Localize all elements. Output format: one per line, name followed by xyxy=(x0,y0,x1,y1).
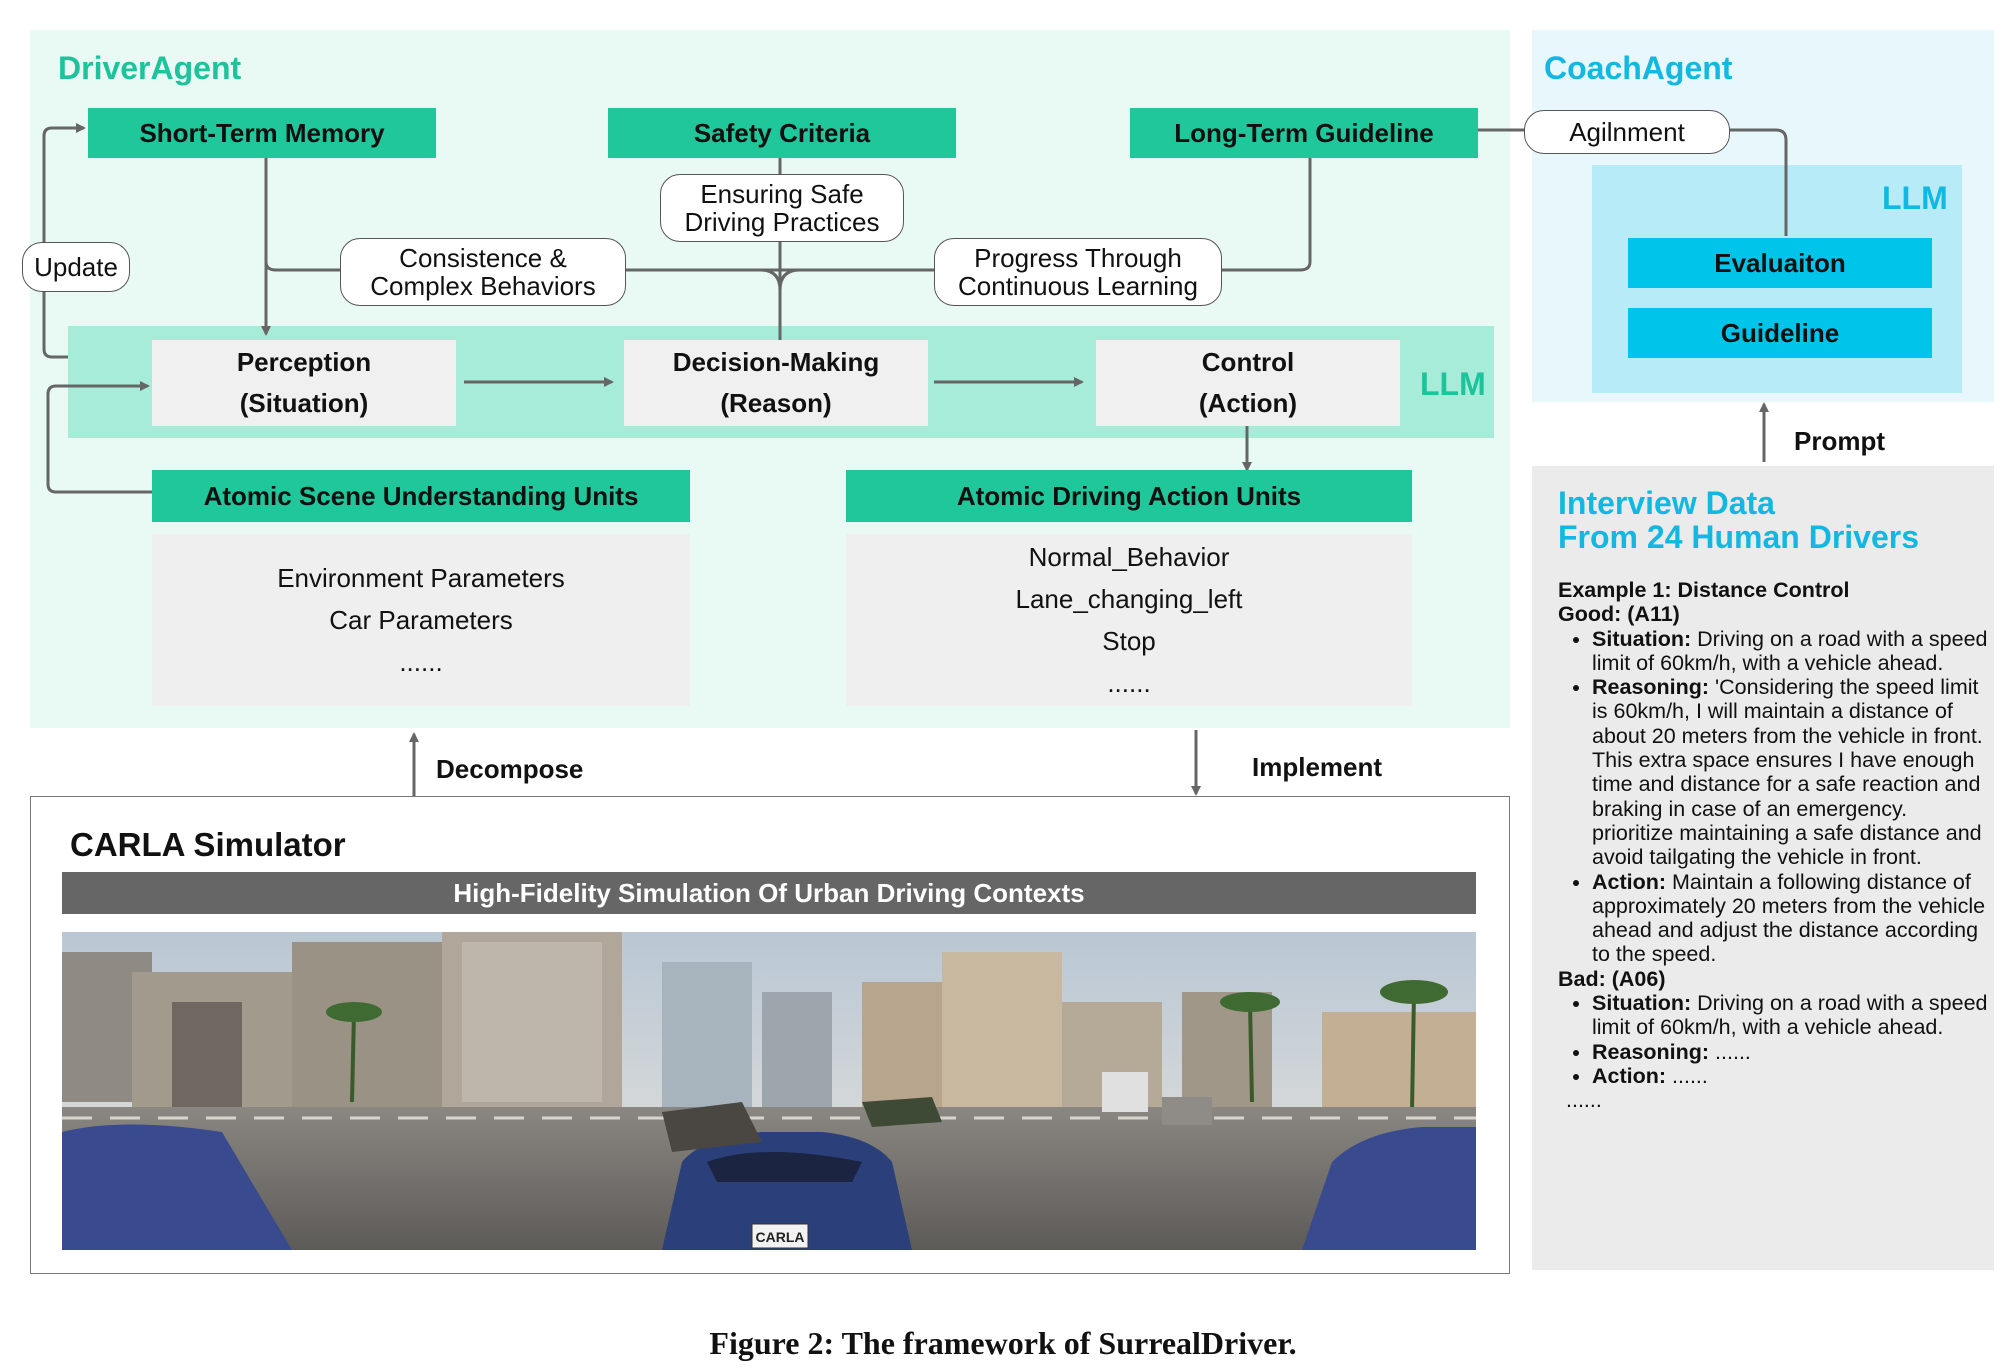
action-unit-item: Normal_Behavior xyxy=(1028,542,1230,572)
ensuring-safe-pill: Ensuring Safe Driving Practices xyxy=(660,174,904,242)
bad-item-text: ...... xyxy=(1709,1039,1751,1064)
carla-title: CARLA Simulator xyxy=(70,826,346,863)
decision-making-box: Decision-Making (Reason) xyxy=(624,340,928,426)
progress-line2: Continuous Learning xyxy=(958,271,1198,301)
bad-item-label: Situation: xyxy=(1592,991,1692,1016)
bad-item-situation: Situation: Driving on a road with a spee… xyxy=(1592,991,1988,1040)
bad-label: Bad: (A06) xyxy=(1558,966,1666,991)
perception-box: Perception (Situation) xyxy=(152,340,456,426)
alignment-label: Agilnment xyxy=(1524,110,1730,154)
alignment-label-text: Agilnment xyxy=(1569,117,1685,147)
bad-item-action: Action: ...... xyxy=(1592,1064,1988,1088)
control-box: Control (Action) xyxy=(1096,340,1400,426)
interview-body: Example 1: Distance Control Good: (A11) … xyxy=(1558,578,1988,1113)
coach-agent-title: CoachAgent xyxy=(1544,50,1733,86)
good-label: Good: (A11) xyxy=(1558,602,1680,627)
prompt-label: Prompt xyxy=(1794,426,1885,456)
bad-item-label: Reasoning: xyxy=(1592,1039,1710,1064)
driver-llm-label: LLM xyxy=(1420,366,1486,402)
consistence-line2: Complex Behaviors xyxy=(370,271,596,301)
action-units-header: Atomic Driving Action Units xyxy=(846,470,1412,522)
update-label-text: Update xyxy=(34,252,118,282)
decompose-label: Decompose xyxy=(436,754,584,784)
scene-unit-item: Environment Parameters xyxy=(277,563,565,593)
guideline-box: Guideline xyxy=(1628,308,1932,358)
scene-unit-item: ...... xyxy=(399,647,443,677)
action-unit-item: Lane_changing_left xyxy=(1015,584,1243,614)
perception-line2: (Situation) xyxy=(239,388,369,418)
interview-title-line2: From 24 Human Drivers xyxy=(1558,519,1920,555)
carla-banner: High-Fidelity Simulation Of Urban Drivin… xyxy=(62,872,1476,914)
progress-line1: Progress Through xyxy=(974,243,1182,273)
long-term-guideline-box: Long-Term Guideline xyxy=(1130,108,1478,158)
good-item-text: Driving on a road with a speed limit of … xyxy=(1592,626,1988,675)
good-item-text: Maintain a following distance of approxi… xyxy=(1592,869,1986,967)
action-unit-item: ...... xyxy=(1107,668,1151,698)
short-term-memory-box: Short-Term Memory xyxy=(88,108,436,158)
bad-items-list: Situation: Driving on a road with a spee… xyxy=(1558,991,1988,1088)
street-scene-illustration: CARLA xyxy=(62,932,1476,1250)
decision-line1: Decision-Making xyxy=(672,347,880,377)
driver-agent-title: DriverAgent xyxy=(58,50,242,86)
scene-units-header: Atomic Scene Understanding Units xyxy=(152,470,690,522)
interview-title: Interview Data From 24 Human Drivers xyxy=(1558,486,1919,554)
implement-label: Implement xyxy=(1252,752,1383,782)
good-item-reasoning: Reasoning: 'Considering the speed limit … xyxy=(1592,675,1988,869)
control-line1: Control xyxy=(1201,347,1295,377)
good-items-list: Situation: Driving on a road with a spee… xyxy=(1558,627,1988,967)
consistence-line1: Consistence & xyxy=(399,243,567,273)
scene-unit-item: Car Parameters xyxy=(329,605,513,635)
interview-panel xyxy=(1532,466,1994,1270)
action-unit-item: Stop xyxy=(1102,626,1156,656)
good-item-text: 'Considering the speed limit is 60km/h, … xyxy=(1592,675,1983,870)
bad-item-text: Driving on a road with a speed limit of … xyxy=(1592,991,1988,1040)
bad-item-reasoning: Reasoning: ...... xyxy=(1592,1040,1988,1064)
decision-line2: (Reason) xyxy=(720,388,832,418)
perception-line1: Perception xyxy=(236,347,372,377)
safety-criteria-box: Safety Criteria xyxy=(608,108,956,158)
ensuring-line2: Driving Practices xyxy=(684,207,880,237)
ensuring-line1: Ensuring Safe xyxy=(700,179,864,209)
good-item-label: Reasoning: xyxy=(1592,675,1710,700)
evaluation-box: Evaluaiton xyxy=(1628,238,1932,288)
interview-title-line1: Interview Data xyxy=(1558,485,1775,521)
bad-item-text: ...... xyxy=(1666,1063,1708,1088)
coach-llm-label: LLM xyxy=(1882,180,1948,216)
good-item-action: Action: Maintain a following distance of… xyxy=(1592,870,1988,967)
progress-pill: Progress Through Continuous Learning xyxy=(934,238,1222,306)
good-item-label: Situation: xyxy=(1592,626,1692,651)
update-label: Update xyxy=(22,242,130,292)
good-item-label: Action: xyxy=(1592,869,1667,894)
license-plate-text: CARLA xyxy=(756,1229,805,1245)
interview-ellipsis: ...... xyxy=(1566,1088,1602,1113)
scene-units-list: Environment Parameters Car Parameters ..… xyxy=(152,534,690,706)
bad-item-label: Action: xyxy=(1592,1063,1667,1088)
action-units-list: Normal_Behavior Lane_changing_left Stop … xyxy=(846,534,1412,706)
figure-caption: Figure 2: The framework of SurrealDriver… xyxy=(709,1325,1297,1361)
street-scene-image: CARLA xyxy=(62,932,1476,1250)
good-item-situation: Situation: Driving on a road with a spee… xyxy=(1592,627,1988,676)
control-line2: (Action) xyxy=(1198,388,1298,418)
consistence-pill: Consistence & Complex Behaviors xyxy=(340,238,626,306)
example-title: Example 1: Distance Control xyxy=(1558,578,1850,602)
